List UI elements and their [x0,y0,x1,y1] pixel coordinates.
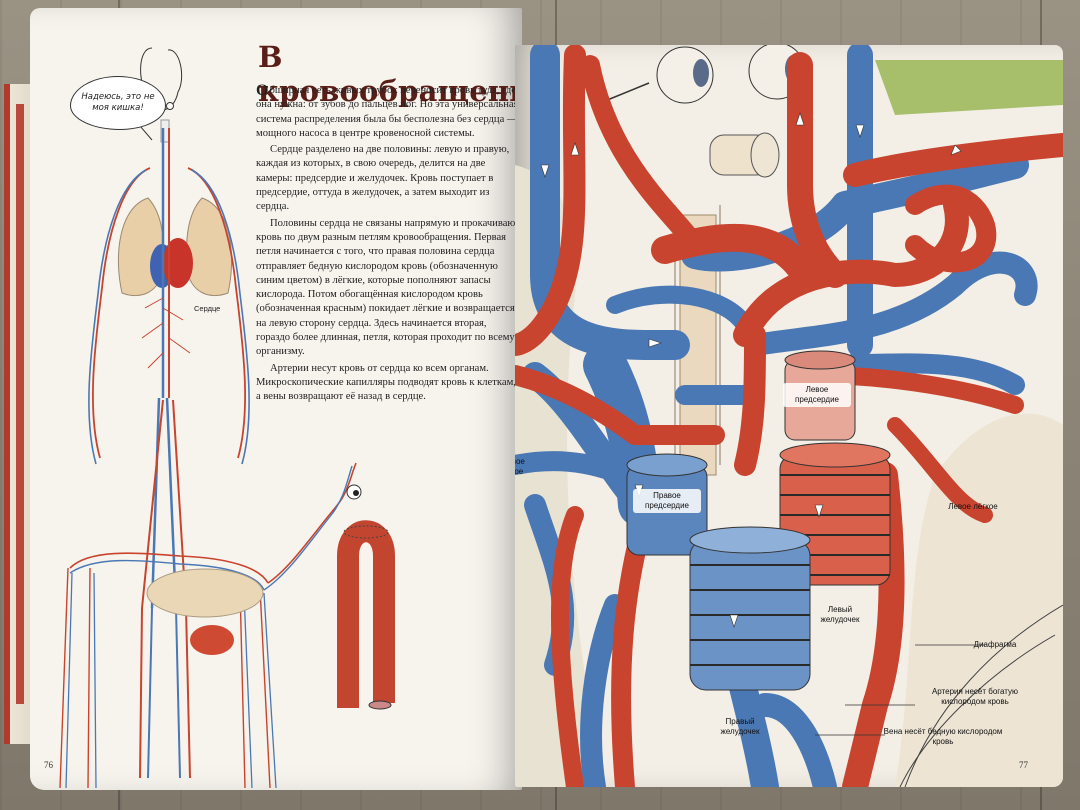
speech-bubble-text: Надеюсь, это не моя кишка! [81,92,155,113]
label-right-ventricle: Правый желудочек [720,717,760,736]
left-page: Надеюсь, это не моя кишка! Сердце В кров… [30,8,522,790]
heart-label: Сердце [194,304,221,313]
paragraph-2: Сердце разделено на две половины: левую … [256,144,510,213]
label-left-ventricle: Левый желудочек [820,605,860,624]
page-title: В кровообращении [258,40,522,108]
circulatory-figure-illustration [59,47,395,789]
label-left-lung: Левое лёгкое [948,502,998,511]
paragraph-3: Половины сердца не связаны напрямую и пр… [256,217,520,358]
paragraph-4: Артерии несут кровь от сердца ко всем ор… [256,362,516,403]
drop-cap: О [256,82,269,99]
label-diaphragm: Диафрагма [973,640,1017,649]
right-page: Правое лёгкое Левое предсердие Правое пр… [515,45,1063,787]
page-number-left: 76 [44,760,53,770]
label-right-lung: Правое лёгкое [515,457,525,476]
label-vein-note: Вена несёт бедную кислородом кровь [883,727,1003,746]
label-left-atrium: Левое предсердие [783,383,851,407]
page-number-right: 77 [1019,760,1028,770]
label-artery-note: Артерия несёт богатую кислородом кровь [931,687,1019,706]
label-right-atrium: Правое предсердие [633,489,701,513]
heart-diagram-illustration [515,45,1063,787]
speech-bubble: Надеюсь, это не моя кишка! [70,76,166,130]
